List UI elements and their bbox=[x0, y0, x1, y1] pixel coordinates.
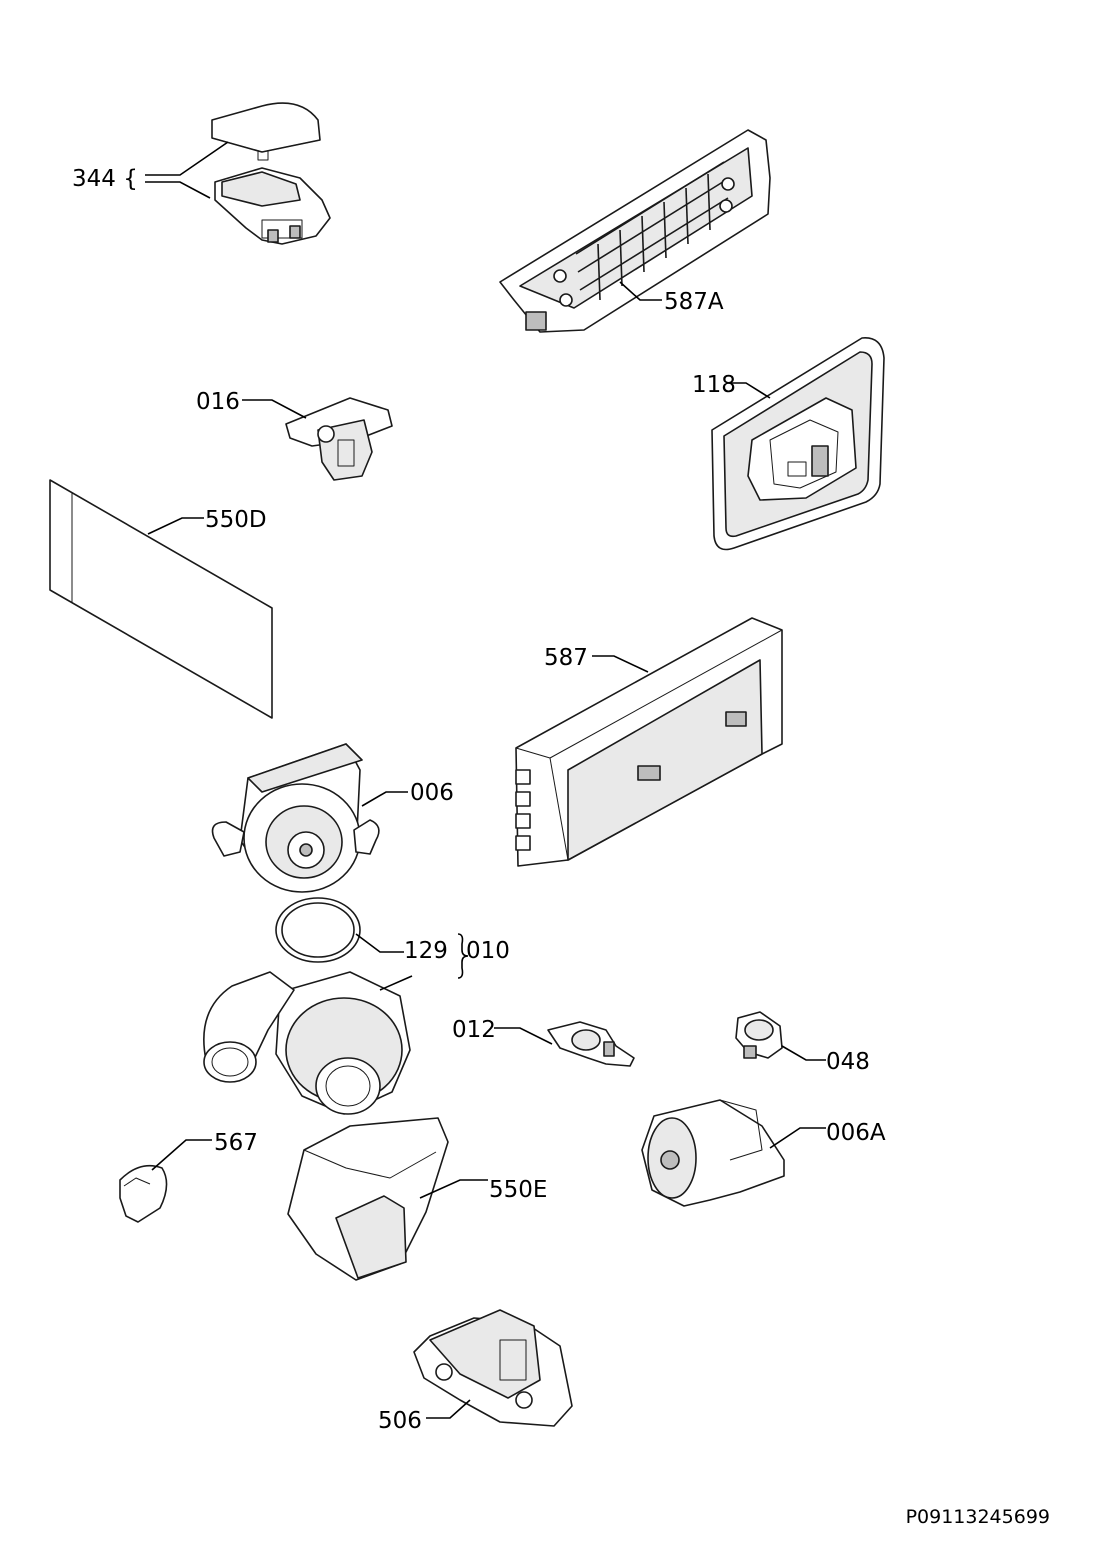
part-344-cover bbox=[211, 102, 321, 161]
label-118: 118 bbox=[692, 372, 736, 398]
part-550d-sheet bbox=[49, 479, 273, 719]
brace-010 bbox=[457, 933, 469, 979]
label-506: 506 bbox=[378, 1408, 422, 1434]
label-550d: 550D bbox=[205, 507, 267, 533]
part-118-dispenser bbox=[711, 337, 885, 551]
part-344-housing bbox=[214, 167, 331, 245]
part-550e-cover bbox=[287, 1117, 449, 1281]
document-code: P09113245699 bbox=[905, 1506, 1050, 1528]
part-587-control-module bbox=[515, 617, 783, 867]
label-010: 010 bbox=[466, 938, 510, 964]
part-048-valve bbox=[735, 1011, 783, 1059]
part-567-clip bbox=[119, 1164, 168, 1223]
part-006-circulation-pump bbox=[211, 743, 380, 893]
label-587: 587 bbox=[544, 645, 588, 671]
label-587a: 587A bbox=[664, 289, 724, 315]
label-006a: 006A bbox=[826, 1120, 886, 1146]
part-006a-drain-pump bbox=[641, 1099, 785, 1207]
part-129-seal-ring bbox=[275, 897, 361, 963]
label-550e: 550E bbox=[489, 1177, 547, 1203]
label-567: 567 bbox=[214, 1130, 258, 1156]
label-016: 016 bbox=[196, 389, 240, 415]
part-010-pump-housing bbox=[203, 971, 411, 1115]
part-587a-bracket bbox=[499, 129, 771, 333]
label-129: 129 bbox=[404, 938, 448, 964]
label-012: 012 bbox=[452, 1017, 496, 1043]
part-016-switch bbox=[285, 397, 393, 481]
part-012-sensor bbox=[547, 1021, 635, 1067]
label-006: 006 bbox=[410, 780, 454, 806]
part-506-base bbox=[413, 1309, 573, 1427]
label-048: 048 bbox=[826, 1049, 870, 1075]
label-344: 344 { bbox=[72, 166, 138, 192]
